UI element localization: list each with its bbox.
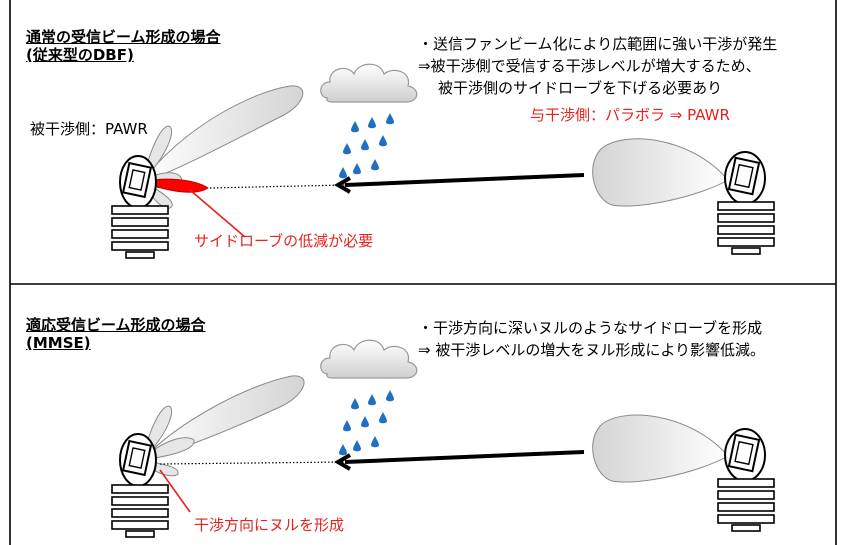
callout-line (189, 189, 246, 238)
radar-icon (111, 433, 169, 538)
arrow-head-icon (334, 176, 352, 194)
arrow-head-icon (334, 453, 352, 471)
victim-label: 被干渉側：PAWR (30, 120, 148, 138)
raindrop-icon (339, 113, 394, 178)
bottom-heading-line2: (MMSE) (26, 334, 91, 352)
bottom-victim-radar (111, 375, 305, 538)
top-note-line2: ⇒被干渉側で受信する干渉レベルが増大するため、 (418, 57, 761, 75)
cloud-icon (320, 339, 418, 379)
bottom-note-line1: ・干渉方向に深いヌルのようなサイドローブを形成 (418, 319, 763, 337)
top-heading-line2: (従来型のDBF) (26, 46, 134, 64)
bottom-heading-line1: 適応受信ビーム形成の場合 (26, 316, 206, 334)
fan-beam-lobe-icon (592, 414, 729, 483)
top-note-line3: 被干渉側のサイドローブを下げる必要あり (438, 79, 723, 97)
bottom-interferer-radar (592, 414, 775, 532)
interferer-label: 与干渉側：パラボラ ⇒ PAWR (530, 106, 730, 124)
interference-arrow-icon (344, 173, 585, 187)
radar-icon (717, 151, 775, 255)
main-beam-lobe-icon (140, 85, 304, 183)
top-victim-radar (111, 85, 304, 259)
interference-path-dotted (209, 184, 346, 189)
top-interferer-radar (592, 138, 775, 255)
radar-icon (111, 155, 169, 259)
bottom-note-line2: ⇒ 被干渉レベルの増大をヌル形成により影響低減。 (418, 341, 766, 359)
bottom-callout: 干渉方向にヌルを形成 (194, 516, 345, 534)
red-sidelobe-icon (140, 178, 209, 193)
raindrop-icon (339, 390, 394, 455)
callout-line (159, 469, 191, 513)
interference-arrow-icon (344, 450, 585, 464)
top-heading-line1: 通常の受信ビーム形成の場合 (26, 28, 221, 46)
top-callout: サイドローブの低減が必要 (194, 232, 374, 250)
interference-path-dotted (159, 461, 346, 465)
top-note-line1: ・送信ファンビーム化により広範囲に強い干渉が発生 (418, 35, 778, 53)
cloud-icon (320, 63, 418, 103)
radar-icon (717, 428, 775, 532)
fan-beam-lobe-icon (592, 138, 729, 207)
